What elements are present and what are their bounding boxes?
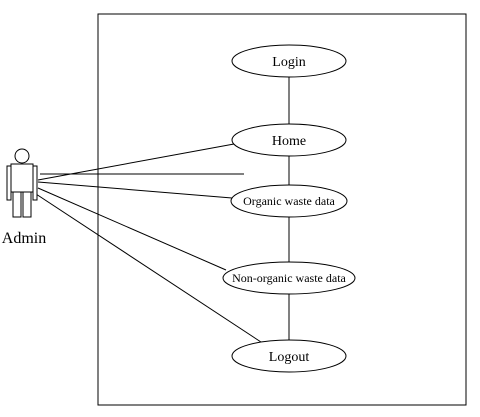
use-case-non-organic-waste-data-label: Non-organic waste data <box>232 271 346 285</box>
association-admin-organic <box>37 181 233 199</box>
association-admin-home <box>37 143 235 181</box>
use-case-logout-label: Logout <box>269 350 310 365</box>
use-case-home: Home <box>231 123 347 157</box>
use-case-login-label: Login <box>272 55 305 70</box>
actor-admin-label: Admin <box>2 230 46 247</box>
stick-figure-actor-icon <box>6 148 38 218</box>
association-admin-logout <box>35 193 265 345</box>
use-case-organic-waste-data-label: Organic waste data <box>243 194 335 208</box>
actor-admin: Admin <box>2 148 46 247</box>
use-case-organic-waste-data: Organic waste data <box>230 184 348 218</box>
use-case-non-organic-waste-data: Non-organic waste data <box>222 261 356 295</box>
system-boundary <box>97 13 467 406</box>
use-case-logout: Logout <box>231 339 347 373</box>
association-admin-nonorganic <box>37 187 227 271</box>
use-case-home-label: Home <box>272 134 306 149</box>
use-case-login: Login <box>231 44 347 78</box>
